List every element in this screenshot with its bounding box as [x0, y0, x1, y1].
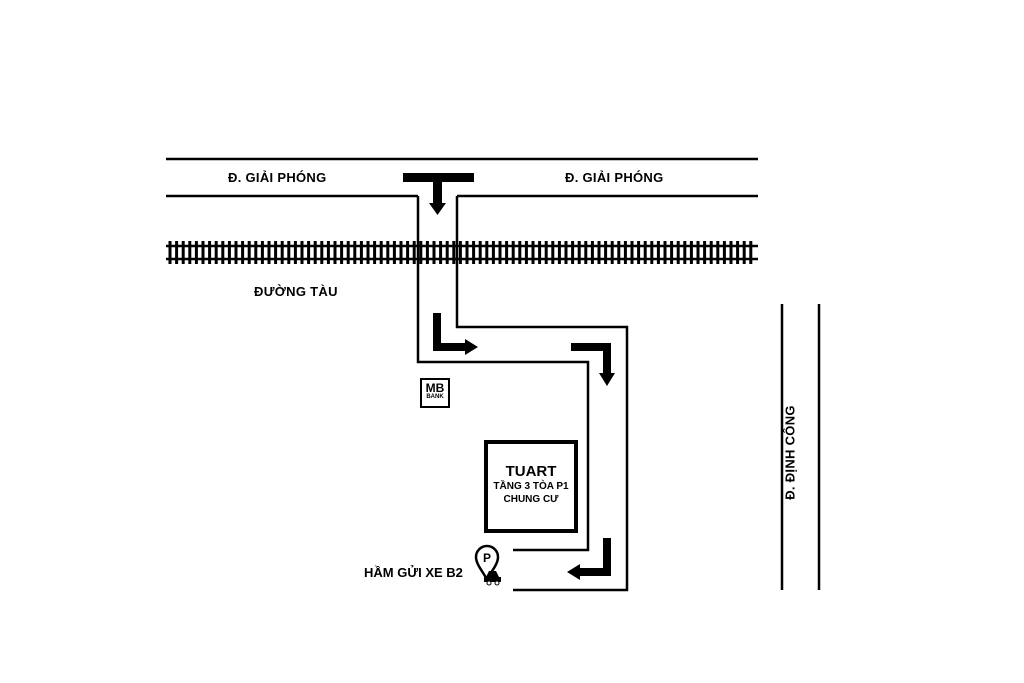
railway-track [166, 241, 758, 264]
destination-title: TUART [505, 463, 557, 480]
mb-bank-landmark: MB BANK [420, 378, 450, 408]
parking-label: HẦM GỬI XE B2 [364, 565, 463, 580]
parking-pin-letter: P [483, 551, 491, 565]
alley-road [416, 196, 629, 592]
road-label-dinh-cong-text: Đ. ĐỊNH CÔNG [782, 405, 798, 500]
direction-arrow-down-left [567, 538, 611, 580]
mb-bank-name: MB [425, 381, 445, 395]
railway-label: ĐƯỜNG TÀU [254, 284, 338, 299]
dinh-cong-road [780, 304, 821, 590]
road-label-giai-phong-right: Đ. GIẢI PHÓNG [565, 170, 664, 185]
car-icon [484, 571, 501, 586]
giai-phong-road [166, 157, 758, 198]
destination-floor: TẦNG 3 TÒA P1 [493, 481, 569, 492]
mb-bank-subtitle: BANK [426, 394, 444, 400]
entrance-t-marker [403, 173, 474, 215]
destination-building-type: CHUNG CƯ [503, 494, 559, 505]
direction-arrow-right-down [571, 343, 615, 386]
parking-pin-icon: P [474, 544, 501, 586]
road-label-giai-phong-left: Đ. GIẢI PHÓNG [228, 170, 327, 185]
destination-building: TUART TẦNG 3 TÒA P1 CHUNG CƯ [484, 440, 578, 533]
direction-arrow-down-right [433, 313, 478, 355]
